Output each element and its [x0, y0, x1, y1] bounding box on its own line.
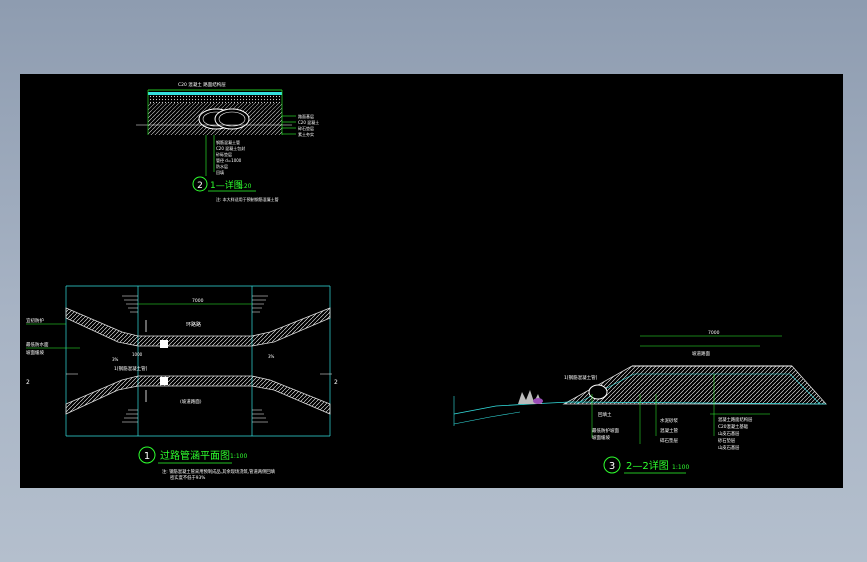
- section-view: 7000 坡道路面 1[钢筋混凝土管] 回填土 最低防护坡面 坡面缓坡 水泥砂浆…: [453, 330, 827, 474]
- sec-mid-b: 混凝土管: [660, 427, 678, 434]
- plan-scale: 1:100: [230, 453, 247, 460]
- det-b5: 防水层: [216, 163, 228, 169]
- section-scale: 1:100: [672, 464, 689, 471]
- plan-number-circle: [138, 446, 156, 464]
- det-b4: 管径 d=1000: [216, 157, 242, 163]
- plan-note-2: 密实度不低于93%: [170, 474, 205, 481]
- plan-view: 7000 环路路 (坡道路面) 1[钢筋混凝土管] 1000 3% 3%: [26, 285, 338, 481]
- det-top-label: C20 混凝土 路面结构层: [178, 81, 226, 88]
- det-r1: 路面基层: [298, 113, 314, 119]
- plan-left-b: 最低防水面: [26, 341, 49, 348]
- plan-pct-right: 3%: [268, 354, 275, 359]
- plan-mid-dim: 1000: [132, 352, 143, 357]
- cad-drawing-canvas[interactable]: C20 混凝土 路面结构层 路面基层 C20 混凝土 碎石垫层 素土夯实 钢筋混…: [20, 74, 843, 488]
- det-b3: 砂砾垫层: [216, 151, 232, 157]
- sec-mid-a: 水泥砂浆: [660, 417, 678, 424]
- sec-left-c: 坡面缓坡: [592, 434, 610, 441]
- det-note: 注: 本大样适用于预制钢筋混凝土管: [216, 196, 279, 202]
- det-r4: 素土夯实: [298, 131, 314, 137]
- plan-road-bottom: (坡道路面): [180, 398, 202, 405]
- det-r3: 碎石垫层: [298, 125, 314, 131]
- plan-left-a: 宜初防护: [26, 317, 44, 324]
- sec-right-d: 砂石垫层: [718, 437, 736, 444]
- detail-section-1: C20 混凝土 路面结构层 路面基层 C20 混凝土 碎石垫层 素土夯实 钢筋混…: [136, 81, 319, 202]
- sec-right-b: C20混凝土基础: [718, 423, 748, 430]
- det-r2: C20 混凝土: [298, 119, 319, 125]
- section-number-circle: [603, 456, 621, 474]
- sec-mid-c: 碎石垫层: [660, 437, 678, 444]
- plan-number: 1: [144, 451, 150, 462]
- detail1-number: 2: [197, 181, 203, 191]
- sec-road-label: 坡道路面: [692, 350, 710, 357]
- sec-left-a: 回填土: [598, 411, 612, 418]
- detail1-number-circle: [192, 176, 208, 192]
- plan-section-mark-right: 2: [334, 379, 338, 386]
- sec-right-e: 山皮石基层: [718, 444, 740, 451]
- plan-pct-left: 3%: [112, 357, 119, 362]
- det-b2: C20 混凝土包封: [216, 145, 245, 151]
- section-number: 3: [609, 461, 615, 472]
- plan-section-mark-left: 2: [26, 379, 30, 386]
- plan-title: 过路管涵平面图: [160, 449, 230, 462]
- plan-width-dim: 7000: [192, 298, 204, 304]
- plan-note: 注: 钢筋混凝土管采用预制成品,其余现场浇筑,管道两侧回填: [162, 468, 276, 475]
- sec-width-dim: 7000: [708, 330, 720, 336]
- detail1-title: 1—详图: [210, 179, 243, 191]
- plan-left-c: 坡面缓坡: [26, 349, 44, 356]
- det-b6: 回填: [216, 169, 224, 175]
- sec-left-b: 最低防护坡面: [592, 427, 619, 434]
- sec-right-a: 混凝土路面结构层: [718, 416, 753, 423]
- section-title: 2—2详图: [626, 459, 669, 472]
- cad-drawing: C20 混凝土 路面结构层 路面基层 C20 混凝土 碎石垫层 素土夯实 钢筋混…: [26, 81, 827, 481]
- det-b1: 钢筋混凝土管: [216, 139, 240, 145]
- sec-right-c: 山皮石基层: [718, 430, 740, 437]
- plan-pipe-label: 1[钢筋混凝土管]: [114, 365, 148, 372]
- sec-pipe-label: 1[钢筋混凝土管]: [564, 374, 598, 381]
- detail1-scale: 1:20: [238, 183, 252, 190]
- plan-road-label: 环路路: [186, 321, 201, 328]
